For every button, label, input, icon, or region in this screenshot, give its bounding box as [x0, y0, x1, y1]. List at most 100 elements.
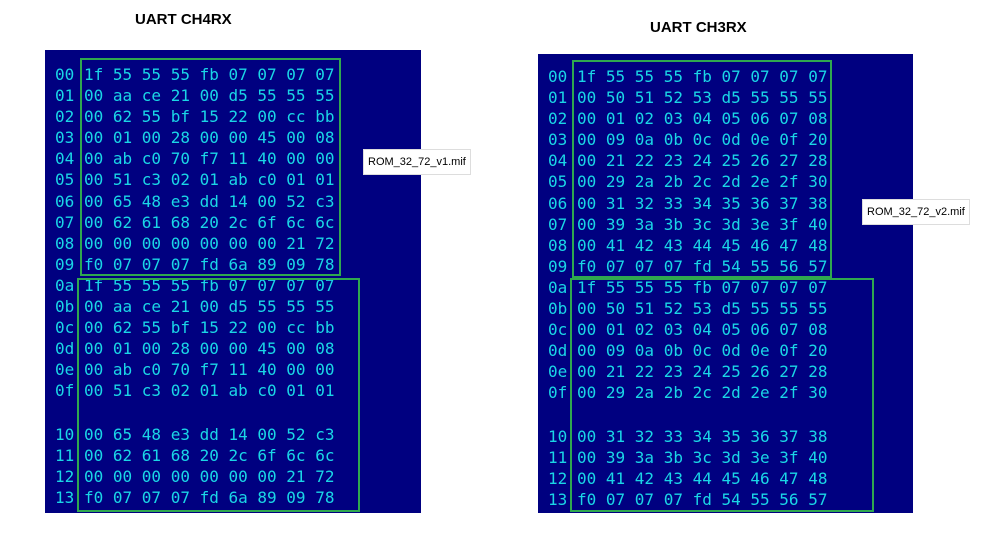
row-bytes: 00 aa ce 21 00 d5 55 55 55: [84, 297, 335, 317]
row-address: 03: [548, 130, 568, 150]
hex-row: 07 00 39 3a 3b 3c 3d 3e 3f 40: [548, 214, 827, 235]
row-address: 11: [55, 445, 75, 465]
hex-row: 02 00 62 55 bf 15 22 00 cc bb: [55, 106, 334, 127]
row-bytes: 00 50 51 52 53 d5 55 55 55: [577, 299, 828, 319]
row-bytes: 00 01 00 28 00 00 45 00 08: [84, 339, 335, 359]
row-address: 0a: [55, 275, 75, 295]
row-bytes: f0 07 07 07 fd 54 55 56 57: [577, 489, 828, 509]
row-address: 08: [548, 235, 568, 255]
row-bytes: 00 41 42 43 44 45 46 47 48: [577, 468, 828, 488]
row-bytes: 00 62 55 bf 15 22 00 cc bb: [84, 318, 335, 338]
hex-row: 01 00 aa ce 21 00 d5 55 55 55: [55, 85, 334, 106]
row-bytes: 00 50 51 52 53 d5 55 55 55: [577, 88, 828, 108]
row-bytes: 00 65 48 e3 dd 14 00 52 c3: [84, 191, 335, 211]
row-bytes: f0 07 07 07 fd 6a 89 09 78: [84, 254, 335, 274]
row-bytes: 00 65 48 e3 dd 14 00 52 c3: [84, 424, 335, 444]
row-bytes: 00 00 00 00 00 00 00 21 72: [84, 233, 335, 253]
hex-row: 02 00 01 02 03 04 05 06 07 08: [548, 108, 827, 129]
right-frame-highlight-1: [572, 60, 832, 278]
row-address: 05: [55, 170, 75, 190]
row-address: 00: [55, 65, 75, 84]
row-address: 06: [548, 193, 568, 213]
hex-row: 0e 00 ab c0 70 f7 11 40 00 00: [55, 359, 334, 380]
hex-row: 08 00 41 42 43 44 45 46 47 48: [548, 235, 827, 256]
row-bytes: 00 62 55 bf 15 22 00 cc bb: [84, 107, 335, 127]
row-address: 09: [55, 254, 75, 274]
row-address: 09: [548, 256, 568, 276]
row-bytes: 00 ab c0 70 f7 11 40 00 00: [84, 149, 335, 169]
row-address: 01: [55, 86, 75, 106]
hex-row: 0d 00 09 0a 0b 0c 0d 0e 0f 20: [548, 340, 827, 361]
right-title: UART CH3RX: [650, 19, 747, 36]
row-address: 0d: [548, 341, 568, 361]
row-address: 0f: [55, 381, 75, 401]
row-address: 04: [55, 149, 75, 169]
row-address: 0a: [548, 277, 568, 297]
hex-row: 09 f0 07 07 07 fd 54 55 56 57: [548, 256, 827, 277]
hex-row: 0b 00 50 51 52 53 d5 55 55 55: [548, 298, 827, 319]
row-address: 0c: [55, 318, 75, 338]
row-address: 10: [55, 424, 75, 444]
hex-row: 00 1f 55 55 55 fb 07 07 07 07: [55, 64, 334, 85]
hex-row: 12 00 41 42 43 44 45 46 47 48: [548, 468, 827, 489]
row-bytes: 00 01 02 03 04 05 06 07 08: [577, 320, 828, 340]
row-address: 0e: [55, 360, 75, 380]
row-bytes: 00 39 3a 3b 3c 3d 3e 3f 40: [577, 214, 828, 234]
row-address: 11: [548, 447, 568, 467]
row-bytes: 00 ab c0 70 f7 11 40 00 00: [84, 360, 335, 380]
row-bytes: 00 41 42 43 44 45 46 47 48: [577, 235, 828, 255]
row-address: 0f: [548, 383, 568, 403]
hex-row: 0e 00 21 22 23 24 25 26 27 28: [548, 361, 827, 382]
hex-row: 09 f0 07 07 07 fd 6a 89 09 78: [55, 254, 334, 275]
row-address: 07: [548, 214, 568, 234]
row-address: 04: [548, 151, 568, 171]
row-bytes: 00 aa ce 21 00 d5 55 55 55: [84, 86, 335, 106]
left-title: UART CH4RX: [135, 11, 232, 28]
left-frame-highlight-1: [80, 58, 341, 276]
row-bytes: 00 39 3a 3b 3c 3d 3e 3f 40: [577, 447, 828, 467]
row-address: 0b: [548, 299, 568, 319]
row-bytes: 00 31 32 33 34 35 36 37 38: [577, 193, 828, 213]
row-address: 12: [548, 468, 568, 488]
row-address: 0e: [548, 362, 568, 382]
left-frame-highlight-2: [77, 278, 360, 512]
hex-row: 11 00 39 3a 3b 3c 3d 3e 3f 40: [548, 447, 827, 468]
row-address: 02: [55, 107, 75, 127]
row-bytes: 00 21 22 23 24 25 26 27 28: [577, 362, 828, 382]
hex-row: 0c 00 62 55 bf 15 22 00 cc bb: [55, 317, 334, 338]
row-bytes: 00 31 32 33 34 35 36 37 38: [577, 426, 828, 446]
row-bytes: 00 01 02 03 04 05 06 07 08: [577, 109, 828, 129]
row-address: 03: [55, 128, 75, 148]
hex-row: 0a 1f 55 55 55 fb 07 07 07 07: [548, 277, 827, 298]
row-bytes: f0 07 07 07 fd 54 55 56 57: [577, 256, 828, 276]
row-bytes: 00 29 2a 2b 2c 2d 2e 2f 30: [577, 383, 828, 403]
row-bytes: 1f 55 55 55 fb 07 07 07 07: [84, 65, 335, 84]
row-address: 06: [55, 191, 75, 211]
row-bytes: 00 29 2a 2b 2c 2d 2e 2f 30: [577, 172, 828, 192]
row-address: 02: [548, 109, 568, 129]
row-bytes: 00 00 00 00 00 00 00 21 72: [84, 466, 335, 486]
row-address: 0c: [548, 320, 568, 340]
row-bytes: 00 01 00 28 00 00 45 00 08: [84, 128, 335, 148]
row-bytes: 1f 55 55 55 fb 07 07 07 07: [577, 277, 828, 297]
left-file-label: ROM_32_72_v1.mif: [363, 149, 471, 175]
row-address: 00: [548, 67, 568, 86]
row-bytes: 00 09 0a 0b 0c 0d 0e 0f 20: [577, 341, 828, 361]
row-bytes: f0 07 07 07 fd 6a 89 09 78: [84, 487, 335, 507]
row-address: 07: [55, 212, 75, 232]
hex-row: 06 00 65 48 e3 dd 14 00 52 c3: [55, 191, 334, 212]
